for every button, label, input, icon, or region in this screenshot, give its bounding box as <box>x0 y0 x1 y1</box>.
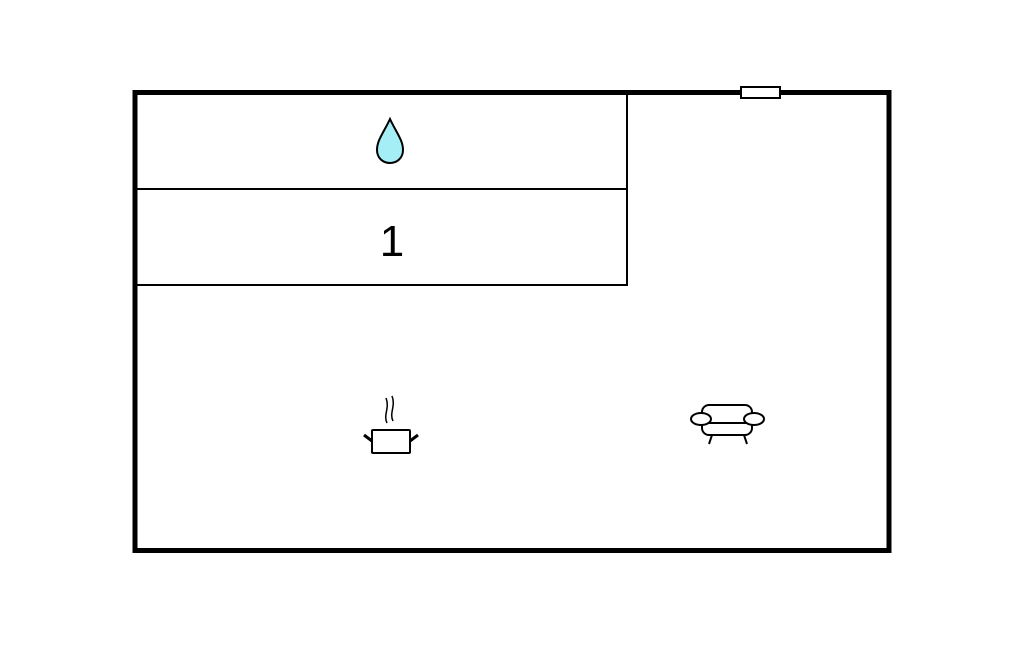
sofa-icon <box>690 404 765 445</box>
cooking-pot-icon <box>363 395 419 454</box>
water-drop-icon <box>375 116 405 165</box>
outer-wall <box>132 90 892 553</box>
room-label: 1 <box>380 217 404 266</box>
window <box>740 86 781 99</box>
